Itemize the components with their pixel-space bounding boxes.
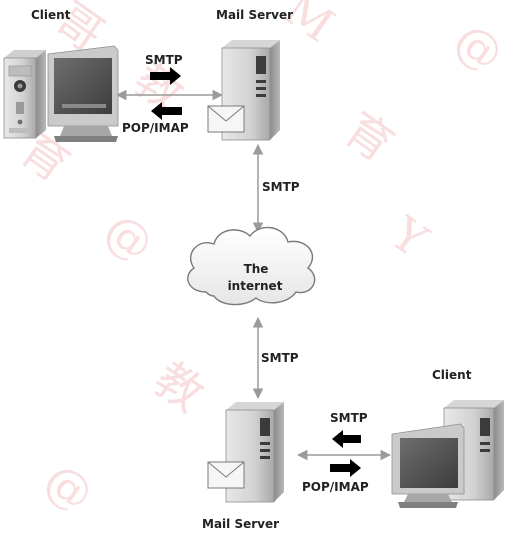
arrow-right-icon [330,459,361,477]
smtp-label-bottom: SMTP [330,411,368,425]
arrow-left-icon [332,430,361,448]
watermark-glyph: 教 [145,352,214,423]
client-label-top: Client [31,8,71,22]
cloud-label-line2: internet [228,279,283,293]
smtp-label-top: SMTP [145,53,183,67]
server-tower-icon [225,402,284,503]
watermark-glyph: @ [445,12,514,83]
envelope-icon [207,105,245,133]
arrow-right-icon [150,67,181,85]
popimap-label-top: POP/IMAP [122,121,189,135]
client-label-bottom: Client [432,368,472,382]
cloud-label-line1: The [244,262,269,276]
watermark-glyph: @ [95,202,164,273]
arrow-left-icon [151,102,182,120]
popimap-label-bottom: POP/IMAP [302,480,369,494]
watermark-glyph: @ [35,452,104,523]
desktop-computer-icon [391,400,504,508]
watermark-glyph: Y [380,205,437,268]
smtp-label-upper-link: SMTP [262,180,300,194]
watermark-glyph: 育 [335,102,404,173]
server-label-top: Mail Server [216,8,293,22]
server-label-bottom: Mail Server [202,517,279,531]
desktop-computer-icon [3,45,119,142]
smtp-label-lower-link: SMTP [261,351,299,365]
envelope-icon [207,461,245,489]
cloud-icon [187,226,316,306]
